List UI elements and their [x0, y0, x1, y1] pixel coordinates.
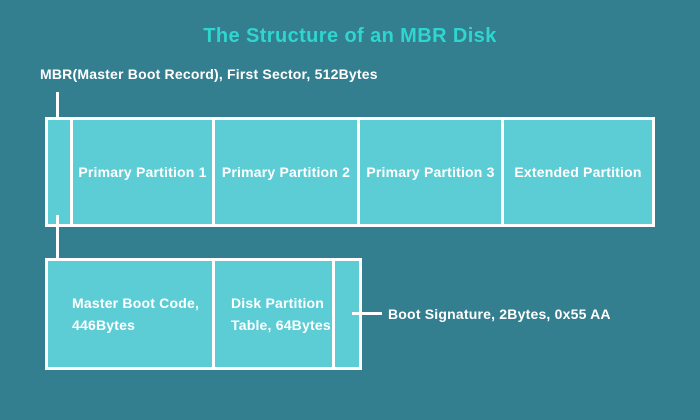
- extended-partition-box: Extended Partition: [504, 120, 652, 224]
- primary-partition-3-label: Primary Partition 3: [366, 164, 495, 180]
- mbr-sector-pointer-label: MBR(Master Boot Record), First Sector, 5…: [40, 66, 378, 82]
- disk-partition-table-label-line2: Table, 64Bytes: [231, 317, 331, 333]
- master-boot-code-label-line1: Master Boot Code,: [72, 295, 200, 311]
- master-boot-code-box: Master Boot Code, 446Bytes: [48, 261, 212, 367]
- boot-signature-pointer-label: Boot Signature, 2Bytes, 0x55 AA: [388, 306, 611, 322]
- primary-partition-1-label: Primary Partition 1: [78, 164, 207, 180]
- extended-partition-label: Extended Partition: [514, 164, 642, 180]
- primary-partition-1-box: Primary Partition 1: [73, 120, 212, 224]
- diagram-title: The Structure of an MBR Disk: [203, 25, 497, 47]
- boot-signature-connector-line: [352, 312, 382, 315]
- disk-structure-row: Primary Partition 1 Primary Partition 2 …: [45, 117, 655, 227]
- primary-partition-2-label: Primary Partition 2: [221, 164, 351, 180]
- mbr-detail-row: Master Boot Code, 446Bytes Disk Partitio…: [45, 258, 362, 370]
- primary-partition-3-box: Primary Partition 3: [360, 120, 501, 224]
- mbr-connector-line-middle: [56, 215, 59, 261]
- mbr-connector-line-top: [56, 92, 59, 130]
- mbr-sector-box: [48, 120, 70, 224]
- disk-partition-table-label-line1: Disk Partition: [231, 295, 325, 311]
- disk-partition-table-box: Disk Partition Table, 64Bytes: [215, 261, 332, 367]
- master-boot-code-label-line2: 446Bytes: [72, 317, 136, 333]
- primary-partition-2-box: Primary Partition 2: [215, 120, 357, 224]
